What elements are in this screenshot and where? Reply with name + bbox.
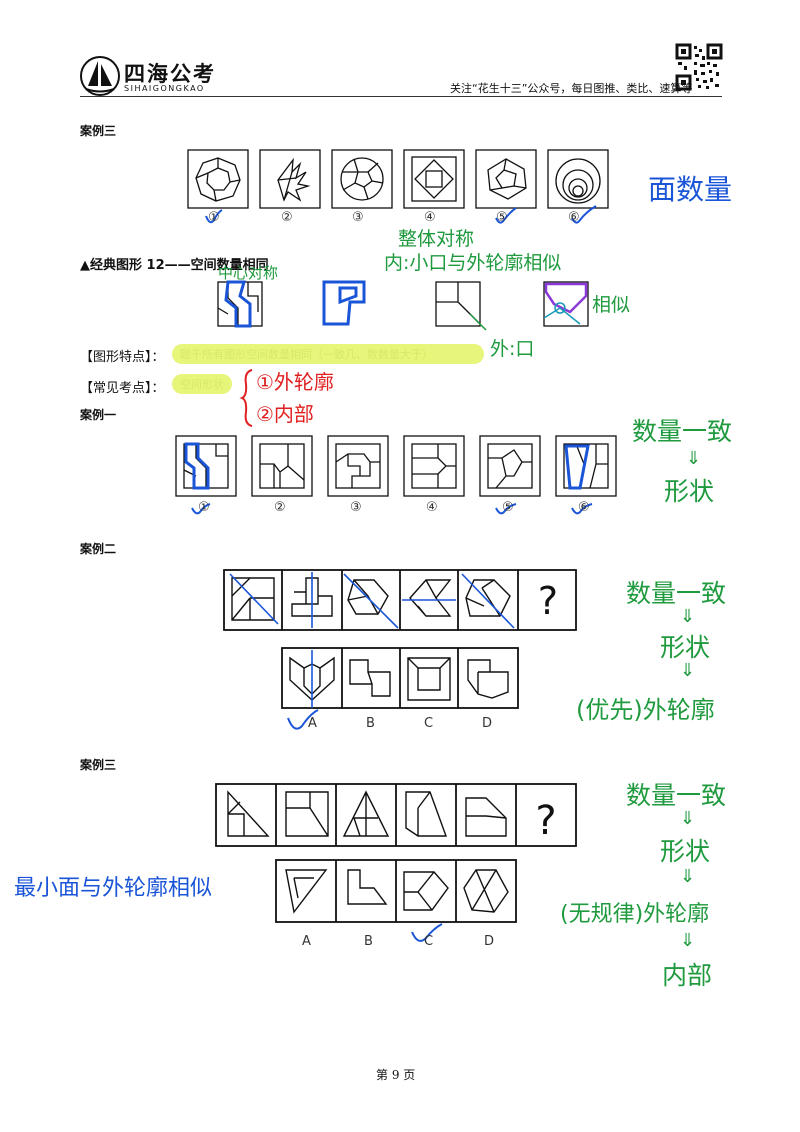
handwritten-note: 数量一致 bbox=[626, 579, 727, 608]
case3-top-figures bbox=[187, 149, 609, 224]
option-label: B bbox=[366, 716, 375, 731]
option-label: ⑥ bbox=[568, 210, 580, 225]
case-title: 案例三 bbox=[80, 758, 117, 772]
option-label: ① bbox=[198, 500, 210, 515]
handwritten-note: 相似 bbox=[592, 294, 631, 316]
handwritten-note: 数量一致 bbox=[626, 781, 727, 810]
option-label: ⑤ bbox=[502, 500, 514, 515]
handwritten-note: 中心对称 bbox=[218, 264, 279, 282]
features-highlight: 题干所有图形空间数量相同（一致几、数数量大于） bbox=[172, 344, 484, 364]
handwritten-note: ⇓ bbox=[680, 866, 696, 887]
option-label: ④ bbox=[426, 500, 438, 515]
handwritten-note: ⇓ bbox=[680, 606, 696, 627]
handwritten-note: (无规律)外轮廓 bbox=[560, 902, 710, 927]
option-label: ④ bbox=[424, 210, 436, 225]
handwritten-note: 面数量 bbox=[648, 173, 733, 206]
option-label: ② bbox=[281, 210, 293, 225]
handwritten-note: 整体对称 bbox=[398, 228, 475, 250]
case1-figures bbox=[175, 435, 617, 515]
handwritten-note: ②内部 bbox=[256, 402, 314, 426]
option-label: C bbox=[424, 934, 434, 949]
features-label: 【图形特点】： bbox=[80, 350, 165, 365]
brand-subtitle: SIHAIGONGKAO bbox=[124, 84, 205, 93]
option-label: D bbox=[484, 934, 495, 949]
case-title: 案例三 bbox=[80, 124, 117, 138]
handwritten-note: 内:小口与外轮廓相似 bbox=[384, 252, 562, 274]
option-label: A bbox=[302, 934, 311, 949]
option-label: B bbox=[364, 934, 373, 949]
handwritten-note: 外:口 bbox=[490, 338, 535, 360]
option-label: D bbox=[482, 716, 493, 731]
qr-code-icon bbox=[675, 43, 723, 91]
common-highlight: 空间形状 bbox=[172, 374, 232, 394]
brace-icon bbox=[239, 369, 253, 427]
handwritten-note: 最小面与外轮廓相似 bbox=[14, 876, 213, 901]
handwritten-note: ⇓ bbox=[680, 660, 696, 681]
common-label: 【常见考点】： bbox=[80, 381, 165, 396]
handwritten-note: 形状 bbox=[660, 837, 711, 866]
option-label: ③ bbox=[352, 210, 364, 225]
option-label: ① bbox=[208, 210, 220, 225]
handwritten-note: ⇓ bbox=[686, 448, 702, 469]
section-title: ▲经典图形 12——空间数量相同 bbox=[80, 258, 269, 273]
question-mark: ? bbox=[535, 798, 556, 844]
header-divider bbox=[80, 96, 722, 97]
case-title: 案例一 bbox=[80, 408, 117, 422]
brand-name: 四海公考 bbox=[124, 62, 216, 86]
handwritten-note: 内部 bbox=[662, 961, 713, 990]
handwritten-note: 数量一致 bbox=[632, 417, 733, 446]
option-label: ⑤ bbox=[496, 210, 508, 225]
option-label: C bbox=[424, 716, 434, 731]
section12-figures bbox=[217, 280, 589, 331]
option-label: A bbox=[308, 716, 317, 731]
handwritten-note: (优先)外轮廓 bbox=[576, 696, 715, 724]
option-label: ③ bbox=[350, 500, 362, 515]
page-number: 第 9 页 bbox=[376, 1068, 416, 1082]
handwritten-note: ⇓ bbox=[680, 808, 696, 829]
case-title: 案例二 bbox=[80, 542, 117, 556]
case2-figures: ? bbox=[223, 569, 577, 730]
handwritten-note: 形状 bbox=[664, 477, 715, 506]
option-label: ② bbox=[274, 500, 286, 515]
option-label: ⑥ bbox=[578, 500, 590, 515]
logo-sail-icon bbox=[80, 56, 120, 96]
header-note: 关注“花生十三”公众号，每日图推、类比、速算等 bbox=[450, 82, 693, 95]
case3-figures: ? bbox=[215, 783, 577, 942]
question-mark: ? bbox=[538, 579, 558, 623]
handwritten-note: 形状 bbox=[660, 633, 711, 662]
handwritten-note: ①外轮廓 bbox=[256, 370, 334, 394]
handwritten-note: ⇓ bbox=[680, 930, 696, 951]
